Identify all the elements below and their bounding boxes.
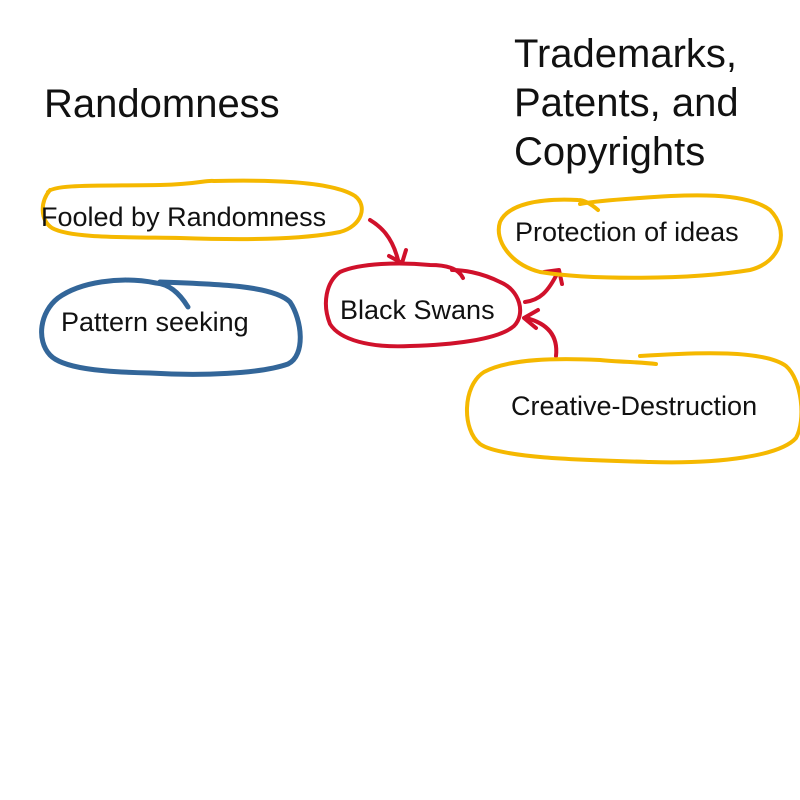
node-black-swans: Black Swans bbox=[340, 295, 495, 325]
heading-ip-line-3: Copyrights bbox=[514, 130, 706, 174]
node-creative-destruction: Creative-Destruction bbox=[511, 391, 758, 421]
creative-outline bbox=[465, 351, 800, 465]
black-swans-outline bbox=[323, 261, 523, 349]
arrowhead-fooled-to-black-swans bbox=[387, 248, 408, 265]
arrow-fooled-to-black-swans bbox=[368, 218, 400, 262]
node-pattern-seeking: Pattern seeking bbox=[61, 307, 249, 337]
arrow-black-swans-to-protection bbox=[523, 270, 560, 304]
fooled-outline bbox=[40, 178, 364, 242]
heading-ip-line-1: Trademarks, bbox=[514, 32, 738, 76]
protection-outline bbox=[496, 193, 783, 280]
node-fooled-by-randomness: Fooled by Randomness bbox=[41, 202, 327, 232]
heading-ip: Trademarks, Patents, and Copyrights bbox=[514, 30, 739, 177]
arrowhead-creative-to-black-swans bbox=[522, 308, 540, 330]
pattern-outline bbox=[39, 277, 303, 377]
node-protection-of-ideas: Protection of ideas bbox=[515, 217, 739, 247]
arrow-creative-to-black-swans bbox=[524, 316, 559, 358]
heading-randomness: Randomness bbox=[44, 82, 280, 126]
heading-ip-line-2: Patents, and bbox=[514, 81, 739, 125]
